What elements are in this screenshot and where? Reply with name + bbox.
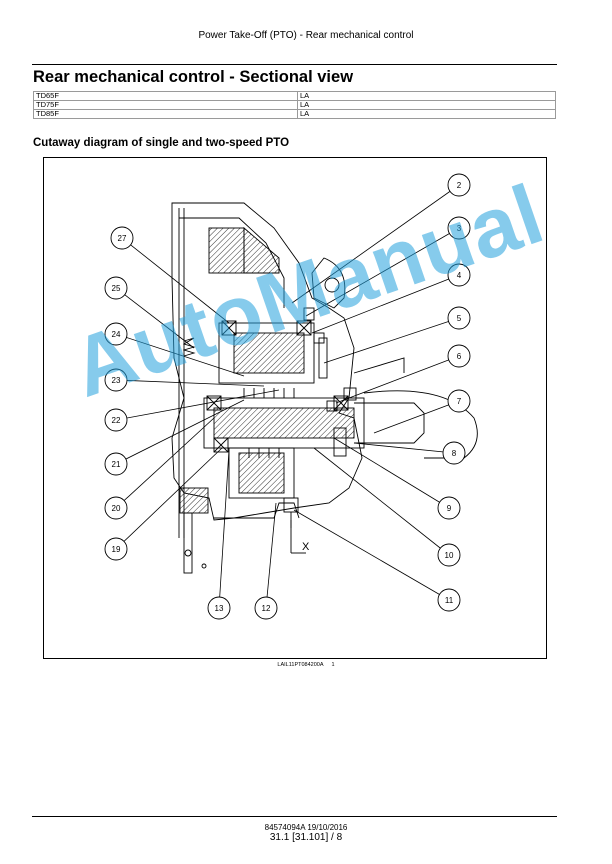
callout-number: 23 (112, 376, 121, 385)
leader-line (291, 184, 460, 304)
section-x-label: X (302, 541, 310, 553)
leader-line (218, 449, 230, 609)
leader-line (115, 399, 245, 465)
callout-circle (437, 588, 461, 612)
callout-number: 6 (457, 352, 462, 361)
leader-line (115, 447, 223, 550)
leader-line (265, 502, 277, 609)
callout-number: 4 (457, 271, 462, 280)
code-cell: LA (297, 91, 556, 101)
leader-line (353, 442, 455, 454)
callout-circle (437, 496, 461, 520)
footer-page-number: 31.1 [31.101] / 8 (269, 832, 343, 843)
pto-housing-drawing (171, 202, 478, 574)
callout-leaders (115, 184, 460, 609)
callout-number: 10 (445, 551, 454, 560)
callout-number: 3 (457, 224, 462, 233)
callout-circle (104, 368, 128, 392)
model-cell: TD65F (33, 91, 298, 101)
header-rule (32, 64, 557, 65)
model-table: TD65F LA TD75F LA TD85F LA (33, 91, 556, 119)
leader-line (115, 287, 195, 349)
callout-circle (447, 344, 471, 368)
callout-number: 8 (452, 449, 457, 458)
callout-number: 24 (112, 330, 121, 339)
callout-circle (207, 596, 231, 620)
callout-number: 2 (457, 181, 462, 190)
callout-circle (104, 322, 128, 346)
callout-circle (254, 596, 278, 620)
callout-number: 5 (457, 314, 462, 323)
figure-caption: LAIL11PT084200A 1 (0, 662, 612, 668)
table-row: TD65F LA (33, 91, 556, 101)
callout-number: 21 (112, 460, 121, 469)
callout-number: 19 (112, 545, 121, 554)
callout-circle (110, 226, 134, 250)
callout-circle (104, 408, 128, 432)
figure-code: LAIL11PT084200A (277, 662, 324, 668)
callout-circle (104, 537, 128, 561)
callout-number: 27 (118, 234, 127, 243)
code-cell: LA (297, 100, 556, 110)
leader-line (313, 447, 450, 556)
footer-doc-number: 84574094A 19/10/2016 (264, 823, 348, 832)
leader-line (293, 509, 450, 601)
leader-line (323, 317, 460, 364)
callout-circle (447, 216, 471, 240)
leader-line (115, 379, 265, 387)
leader-line (305, 227, 460, 317)
footer-rule (32, 816, 557, 817)
leader-line (115, 333, 245, 377)
table-row: TD75F LA (33, 100, 556, 110)
running-header: Power Take-Off (PTO) - Rear mechanical c… (198, 30, 414, 41)
leader-line (335, 355, 460, 404)
leader-line (311, 274, 460, 334)
figure-number: 1 (331, 662, 335, 668)
callout-circle (104, 496, 128, 520)
callout-circle (447, 173, 471, 197)
leader-line (373, 400, 460, 434)
table-row: TD85F LA (33, 109, 556, 119)
callout-circle (447, 389, 471, 413)
callout-number: 22 (112, 416, 121, 425)
model-cell: TD75F (33, 100, 298, 110)
callout-number: 13 (215, 604, 224, 613)
callout-circle (447, 306, 471, 330)
code-cell: LA (297, 109, 556, 119)
callout-number: 7 (457, 397, 462, 406)
page-title: Rear mechanical control - Sectional view (33, 68, 354, 86)
callout-number: 20 (112, 504, 121, 513)
leader-line (333, 437, 450, 509)
callout-number: 25 (112, 284, 121, 293)
callout-number: 9 (447, 504, 452, 513)
model-cell: TD85F (33, 109, 298, 119)
callout-number: 12 (262, 604, 271, 613)
figure-heading: Cutaway diagram of single and two-speed … (33, 137, 290, 149)
callout-circle (104, 452, 128, 476)
callout-circle (437, 543, 461, 567)
callout-circle (447, 263, 471, 287)
leader-line (115, 389, 280, 421)
leader-line (115, 417, 215, 509)
callout-circle (104, 276, 128, 300)
callout-circle (442, 441, 466, 465)
callout-number: 11 (445, 596, 454, 605)
leader-line (121, 237, 230, 324)
